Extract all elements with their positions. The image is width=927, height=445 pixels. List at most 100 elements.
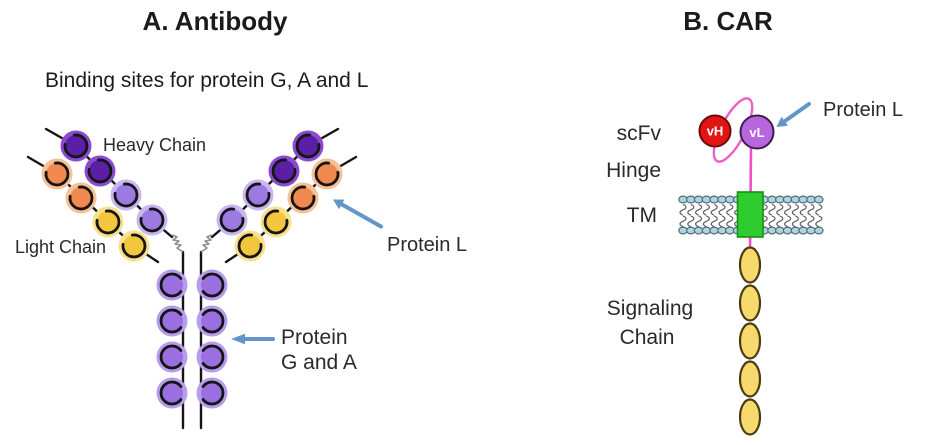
panel-antibody: A. Antibody Binding sites for protein G,… <box>15 6 467 430</box>
signaling-chain-label-line1: Signaling <box>607 297 693 320</box>
lipid-tail <box>784 215 792 228</box>
signaling-domain <box>738 246 762 284</box>
domain-bead <box>84 155 116 187</box>
lipid-tail <box>679 215 687 228</box>
lipid-head <box>806 226 816 235</box>
domain-bead <box>287 182 319 214</box>
signaling-domain <box>738 322 762 360</box>
lipid-tail <box>784 203 792 216</box>
lipid-tail <box>695 203 703 216</box>
domain-bead <box>136 204 168 236</box>
lipid-tail <box>726 215 734 228</box>
lipid-tail <box>710 215 718 228</box>
light-chain-label: Light Chain <box>15 237 106 257</box>
lipid-tail <box>768 203 776 216</box>
domain-bead <box>156 269 188 301</box>
domain-bead <box>156 341 188 373</box>
lipid-head <box>717 226 727 235</box>
lipid-tail <box>815 215 823 228</box>
disulfide-squiggle-left <box>171 234 184 253</box>
vl-domain <box>739 114 775 150</box>
protein-ga-label-line1: Protein <box>281 326 348 349</box>
lipid-tail <box>718 215 726 228</box>
lipid-head <box>798 226 808 235</box>
lipid-head <box>678 226 688 235</box>
domain-bead <box>196 305 228 337</box>
domain-bead <box>196 269 228 301</box>
domain-bead <box>292 130 324 162</box>
protein-l-label-b: Protein L <box>823 99 903 121</box>
lipid-head <box>709 226 719 235</box>
lipid-head <box>790 226 801 235</box>
signaling-domain <box>738 284 762 322</box>
lipid-head <box>678 195 688 204</box>
lipid-tail <box>791 203 799 216</box>
disulfide-squiggle-right <box>200 234 213 253</box>
lipid-tail <box>791 215 799 228</box>
protein-ga-arrow <box>231 333 275 345</box>
hinge-label: Hinge <box>606 159 661 182</box>
lipid-head <box>701 195 712 204</box>
lipid-tail <box>726 203 734 216</box>
lipid-head <box>790 195 801 204</box>
signaling-domain <box>738 398 762 436</box>
lipid-tail <box>807 203 815 216</box>
lipid-head <box>693 195 704 204</box>
tm-label: TM <box>627 204 657 227</box>
domain-bead <box>156 377 188 409</box>
domain-bead <box>118 230 150 262</box>
lipid-tail <box>679 203 687 216</box>
lipid-tail <box>815 203 823 216</box>
domain-bead <box>234 230 266 262</box>
scfv-label: scFv <box>617 122 662 145</box>
lipid-tail <box>718 203 726 216</box>
domain-bead <box>41 158 73 190</box>
lipid-head <box>774 226 785 235</box>
lipid-tail <box>710 203 718 216</box>
lipid-tail <box>799 215 807 228</box>
domain-bead <box>242 179 274 211</box>
domain-bead <box>260 206 292 238</box>
antibody-domains <box>41 130 343 409</box>
domain-bead <box>110 179 142 211</box>
lipid-tail <box>695 215 703 228</box>
lipid-head <box>774 195 785 204</box>
lipid-head <box>782 195 793 204</box>
tm-domain <box>736 191 764 238</box>
lipid-head <box>685 195 696 204</box>
lipid-head <box>701 226 712 235</box>
domain-bead <box>268 155 300 187</box>
lipid-head <box>798 195 808 204</box>
vh-label: vH <box>707 124 724 139</box>
lipid-tail <box>702 203 710 216</box>
lipid-head <box>767 226 777 235</box>
lipid-head <box>724 226 735 235</box>
lipid-head <box>693 226 704 235</box>
lipid-head <box>717 195 727 204</box>
domain-bead <box>196 341 228 373</box>
lipid-tail <box>687 203 695 216</box>
domain-bead <box>60 130 92 162</box>
lipid-tail <box>702 215 710 228</box>
protein-l-arrow-a <box>333 199 383 229</box>
domain-bead <box>156 305 188 337</box>
vh-domain <box>698 114 732 148</box>
domain-bead <box>216 204 248 236</box>
lipid-tail <box>687 215 695 228</box>
lipid-head <box>767 195 777 204</box>
domain-bead <box>311 158 343 190</box>
panel-a-title: A. Antibody <box>143 6 288 36</box>
protein-l-label-a: Protein L <box>387 234 467 256</box>
signaling-chain-label-line2: Chain <box>620 326 675 349</box>
lipid-head <box>724 195 735 204</box>
panel-car: B. CAR vH vL scFv Hinge TM Signaling Cha… <box>606 6 903 436</box>
domain-bead <box>92 206 124 238</box>
vl-label: vL <box>749 125 764 140</box>
binding-sites-caption: Binding sites for protein G, A and L <box>45 69 368 92</box>
lipid-head <box>685 226 696 235</box>
protein-l-arrow-b <box>776 102 811 127</box>
panel-b-title: B. CAR <box>683 6 773 36</box>
lipid-head <box>806 195 816 204</box>
